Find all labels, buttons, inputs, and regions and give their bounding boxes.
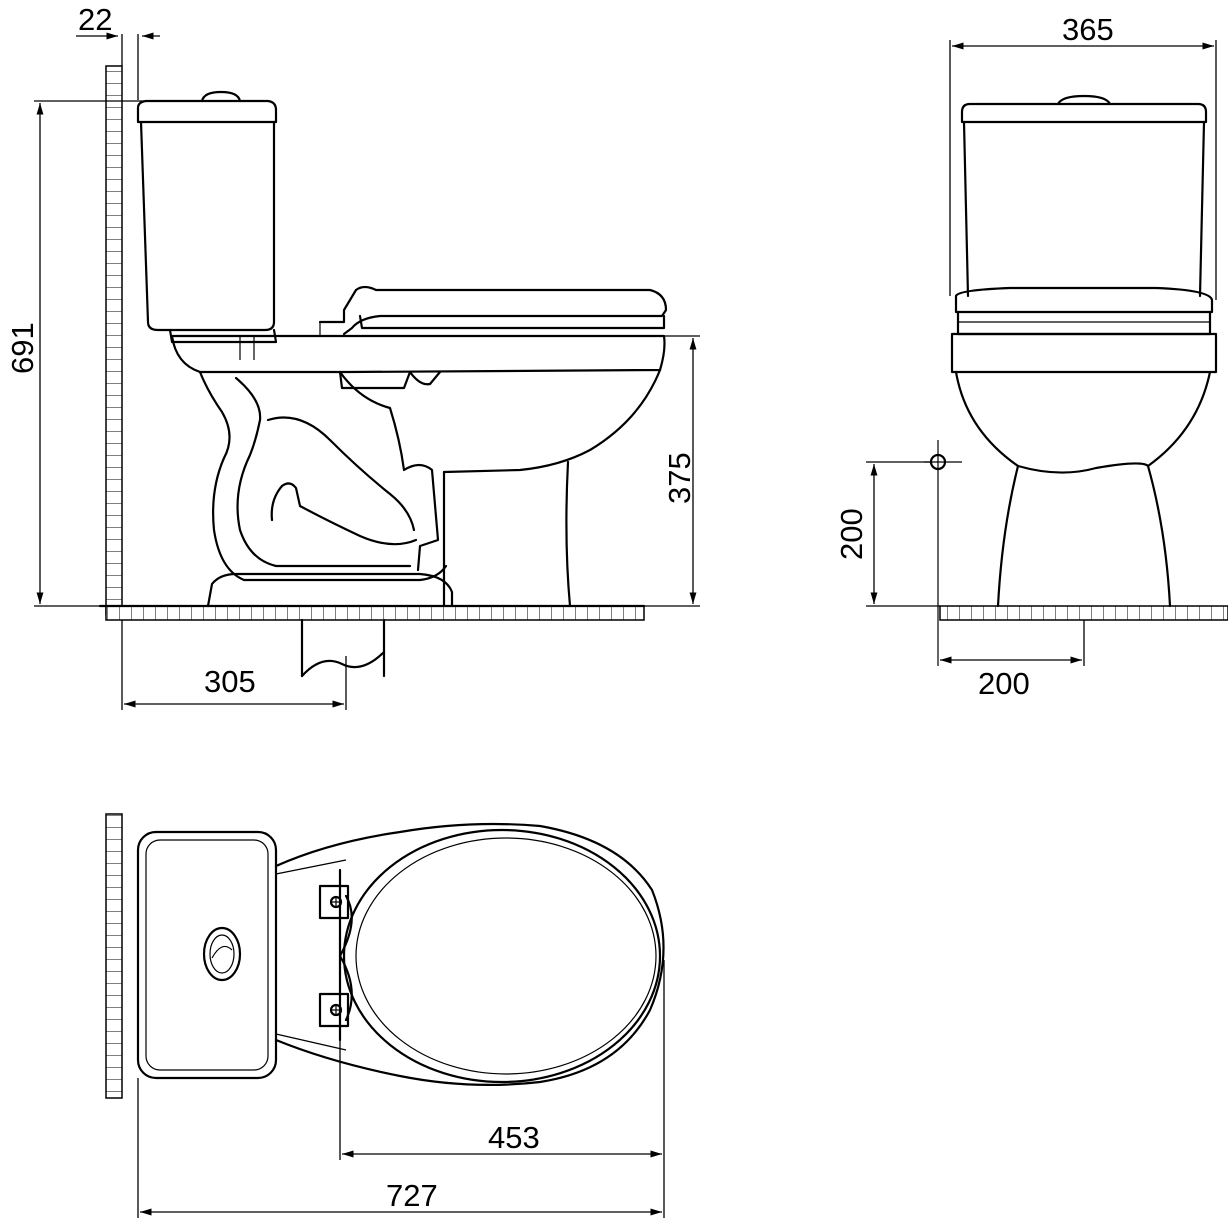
dim-inlet-height: 200 <box>834 461 940 607</box>
front-tank <box>960 94 1208 298</box>
label-wall-gap: 22 <box>78 2 112 37</box>
label-inlet-height: 200 <box>834 508 869 560</box>
hinge-bottom <box>318 992 350 1028</box>
label-total-length: 727 <box>386 1178 438 1213</box>
dim-front-width: 365 <box>949 12 1217 300</box>
side-bowl <box>98 334 666 608</box>
side-floor <box>105 605 645 621</box>
dim-bowl-length: 453 <box>339 960 665 1160</box>
hinge-top <box>318 884 350 920</box>
drain-pipe <box>300 618 386 678</box>
top-bowl <box>274 822 665 1086</box>
dim-rough-in: 305 <box>121 620 347 710</box>
label-rough-in: 305 <box>204 664 256 699</box>
inlet-marker <box>924 440 962 666</box>
front-floor <box>939 605 1228 621</box>
side-wall <box>105 65 123 615</box>
side-seat <box>318 285 668 336</box>
label-total-height: 691 <box>5 322 40 374</box>
dim-total-length: 727 <box>137 1078 665 1218</box>
front-view: 365 200 200 <box>834 12 1228 701</box>
dim-seat-height: 375 <box>644 335 700 607</box>
side-tank <box>136 90 278 344</box>
front-seat <box>954 286 1214 336</box>
label-bowl-length: 453 <box>488 1120 540 1155</box>
side-view: 22 691 375 305 <box>5 2 700 710</box>
label-front-width: 365 <box>1062 12 1114 47</box>
label-seat-height: 375 <box>662 452 697 504</box>
dim-total-height: 691 <box>5 100 146 607</box>
top-tank <box>136 830 278 1080</box>
top-view: 453 727 <box>105 813 665 1218</box>
label-inlet-offset: 200 <box>978 666 1030 701</box>
front-bowl <box>950 332 1218 608</box>
dim-inlet-offset: 200 <box>940 620 1085 701</box>
dim-wall-gap: 22 <box>76 2 160 100</box>
top-wall <box>105 813 123 1099</box>
